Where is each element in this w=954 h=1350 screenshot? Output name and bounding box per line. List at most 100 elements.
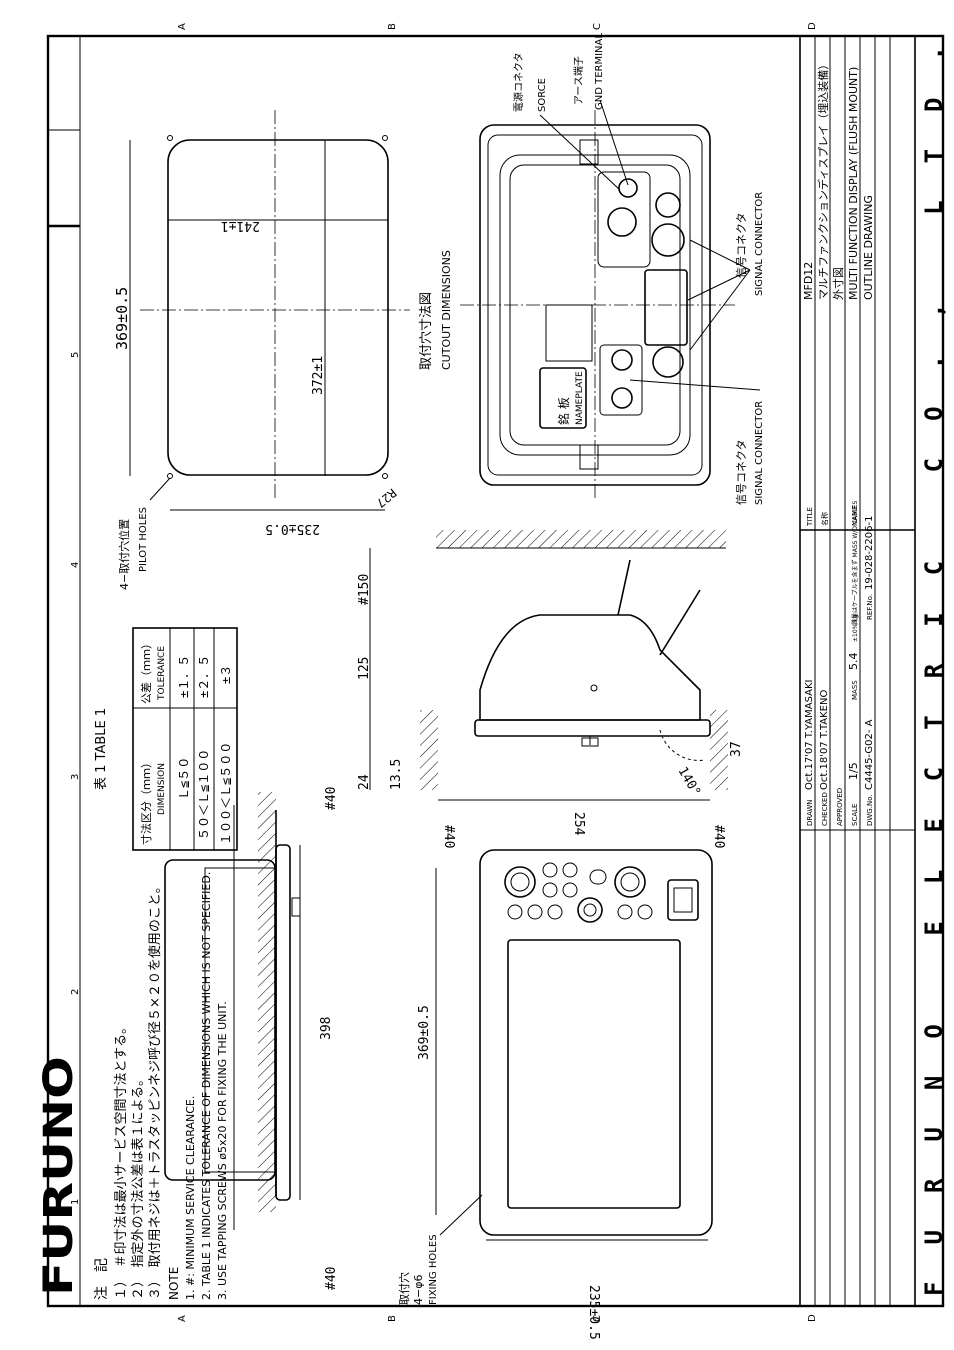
grid-labels: A B C D A B C D 1 2 3 4 5 [70,22,818,1322]
dim-depth-37: 37 [729,741,744,757]
tb-dwg: C4445-G02- A [864,719,875,790]
tb-name-en2: OUTLINE DRAWING [862,195,875,300]
notes-en-2: 2. TABLE 1 INDICATES TOLERANCE OF DIMENS… [200,872,213,1300]
grid-col-b: B [387,23,398,30]
tb-title: MFD12 [802,262,815,300]
notes-en-header: NOTE [167,1267,181,1300]
dim-front-height: 369±0.5 [417,1005,432,1060]
tb-mass-note: 質量はケーブルを含まず MASS W/O CABLES [851,501,859,625]
tb-name-jp-label: 名称 [820,512,829,526]
table-col2-en: TOLERANCE [157,646,167,701]
grid-row-5: 5 [70,352,81,358]
tb-name-label: NAME [851,506,859,527]
fixing-holes-en: FIXING HOLES [428,1234,439,1305]
company-name: FURUNO ELECTRIC CO., LTD. [920,46,948,1296]
power-connector-en: SORCE [537,78,548,112]
grid-col-b-b: B [387,1315,398,1322]
front-screen [507,939,681,1209]
tb-ref-label: REF.No. [866,594,874,620]
dim-depth-13-5: 13.5 [389,759,404,790]
tb-name-jp: マルチファンクションディスプレイ（埋込装備） [816,59,830,300]
grid-row-3: 3 [70,774,81,780]
notes-jp-3: ３） 取付用ネジは＋トラスタッピンネジ呼び径５×２０を使用のこと。 [147,880,163,1300]
table-row1-tol: ±１．５ [177,655,191,698]
front-view: 369±0.5 235±0.5 取付穴 4−φ6 FIXING HOLES [397,849,713,1340]
cutout-title-jp: 取付穴寸法図 [419,292,434,370]
grid-col-d: D [807,22,818,30]
grid-col-d-b: D [807,1314,818,1322]
dim-depth-24: 24 [357,774,372,790]
signal-connector-en-1: SIGNAL CONNECTOR [754,192,765,296]
tb-scale: 1/5 [847,762,860,780]
table-row3-dim: １００＜Ｌ≦５００ [219,742,233,845]
gnd-terminal-en: GND TERMINAL [594,33,605,110]
profile-view: 254 #40 #40 24 13.5 125 #150 37 140° [357,530,744,848]
tb-approved-label: APPROVED [836,788,844,826]
grid-row-1: 1 [70,1199,81,1205]
tb-title-label: TITLE [806,507,814,527]
notes-en-3: 3. USE TAPPING SCREWS ø5x20 FOR FIXING T… [216,1001,229,1300]
tb-drawn-label: DRAWN [806,799,814,826]
dim-overall-height: 398 [319,1017,334,1040]
tb-drawn: Oct.17'07 T.YAMASAKI [804,680,815,790]
rear-view: 銘 板 NAMEPLATE 信号コネクタ SIGNAL CONNECTOR 信号… [460,33,765,505]
dim-corner-radius: R27 [373,486,399,511]
dim-side-clear-left: #40 [441,825,456,848]
notes-jp-header: 注 記 [93,1258,110,1300]
pilot-holes-en: PILOT HOLES [138,507,149,572]
dim-depth-125: 125 [357,657,372,680]
tb-mass-label: MASS [851,680,859,700]
dim-clear-top: #40 [324,787,339,810]
dim-cutout-inner-h: 372±1 [311,356,326,395]
gnd-terminal-jp: アース端子 [572,56,585,105]
dim-angle: 140° [675,765,704,800]
power-connector-jp: 電源コネクタ [512,52,525,112]
cutout-title-en: CUTOUT DIMENSIONS [440,250,453,370]
tb-scale-label: SCALE [851,804,859,826]
dim-cutout-inner-w: 241±1 [221,218,260,233]
dim-cutout-width: 235±0.5 [265,521,320,536]
tb-name-jp2: 外寸図 [831,267,845,300]
grid-col-c: C [592,23,603,30]
tb-ref: 19-028-2206-1 [864,516,875,590]
cutout-view: 369±0.5 372±1 241±1 235±0.5 R27 4−取付穴位置 … [113,110,453,590]
brand-logo: FURUNO [36,1056,82,1296]
table-title: 表 1 TABLE 1 [94,708,109,790]
side-view: 398 #40 #40 [164,787,339,1290]
dim-cutout-height: 369±0.5 [113,287,131,350]
table-col1-en: DIMENSION [157,763,167,815]
notes-jp-2: ２） 指定外の寸法公差は表１による。 [131,1073,146,1300]
tb-mass: 5.4 [847,653,860,671]
dim-depth-150: #150 [357,574,372,605]
grid-col-a: A [177,23,188,30]
table-col1-jp: 寸法区分（ｍｍ） [139,757,153,845]
table-row1-dim: Ｌ≦５０ [177,757,191,800]
table-row2-tol: ±２．５ [197,655,211,698]
tb-checked-label: CHECKED [821,792,829,826]
tb-mass-unit: ±10% kg [852,614,859,642]
table-row2-dim: ５０＜Ｌ≦１００ [197,749,211,840]
grid-col-a-b: A [177,1315,188,1322]
signal-connector-en-2: SIGNAL CONNECTOR [754,401,765,505]
tb-checked: Oct.18'07 T.TAKENO [819,690,830,790]
title-block: DRAWN Oct.17'07 T.YAMASAKI CHECKED Oct.1… [799,35,916,1307]
notes: 注 記 １） ＃印寸法は最小サービス空間寸法とする。 ２） 指定外の寸法公差は表… [93,872,229,1300]
table-col2-jp: 公差（ｍｍ） [139,638,153,704]
dim-side-clear-right: #40 [711,825,726,848]
tb-name-en: MULTI FUNCTION DISPLAY (FLUSH MOUNT) [847,67,860,300]
tolerance-table: 表 1 TABLE 1 寸法区分（ｍｍ） DIMENSION 公差（ｍｍ） TO… [94,627,238,851]
nameplate-jp: 銘 板 [556,397,571,425]
pilot-holes-jp: 4−取付穴位置 [117,519,131,590]
grid-row-2: 2 [70,989,81,995]
fixing-holes-spec: 4−φ6 [412,1275,425,1305]
dim-side-depth: 254 [571,812,586,836]
table-row3-tol: ±３ [219,665,233,684]
signal-connector-jp-1: 信号コネクタ [735,212,748,278]
front-bezel [479,849,713,1236]
fixing-holes-jp: 取付穴 [397,1272,411,1305]
dim-clear-bottom: #40 [324,1267,339,1290]
notes-jp-1: １） ＃印寸法は最小サービス空間寸法とする。 [114,1021,129,1300]
dim-front-width: 235±0.5 [586,1285,601,1340]
